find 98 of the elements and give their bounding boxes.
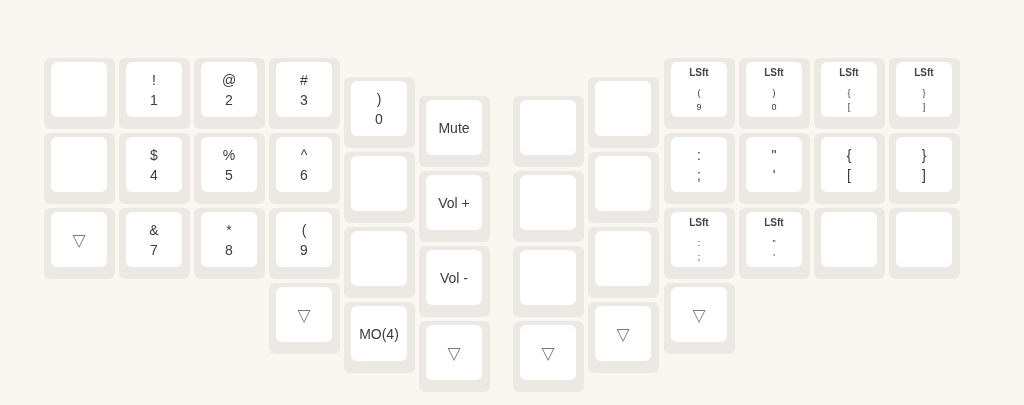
key-legend: 3: [300, 89, 308, 110]
key-legend: 1: [150, 89, 158, 110]
keycap: [739, 133, 810, 204]
key-legend: ]: [922, 99, 926, 114]
keycap: [44, 208, 115, 279]
keycap: [513, 96, 584, 167]
key-legend: [: [847, 99, 851, 114]
key-legend: ▽: [616, 324, 630, 343]
key-legend: ▽: [692, 305, 706, 324]
key-legend: %: [222, 144, 236, 165]
key-legend: ▽: [541, 343, 555, 362]
key-legend: :: [697, 235, 701, 250]
key-legend: LSft: [689, 65, 709, 80]
key-legend: (: [697, 85, 701, 100]
key-legend: ▽: [447, 343, 461, 362]
keycap: [739, 208, 810, 279]
key-legend: ": [771, 144, 777, 165]
key-legend: [: [847, 164, 851, 185]
keycap: [889, 208, 960, 279]
key-legend: @: [221, 69, 237, 90]
key-legend: LSft: [764, 215, 784, 230]
keycap: [513, 321, 584, 392]
key-legend: Mute: [438, 118, 470, 137]
keycap: [419, 96, 490, 167]
key-legend: &: [149, 219, 159, 240]
key-legend: ]: [922, 164, 926, 185]
key-legend: (: [301, 219, 307, 240]
key-legend: ▽: [72, 230, 86, 249]
key-legend: Vol -: [440, 268, 468, 287]
keycap: [119, 58, 190, 129]
key-legend: 9: [300, 239, 308, 260]
key-legend: ): [376, 88, 382, 109]
keycap: [269, 58, 340, 129]
keycap: [419, 321, 490, 392]
keycap: [588, 152, 659, 223]
keycap: [664, 58, 735, 129]
keycap: [194, 133, 265, 204]
keycap: [344, 302, 415, 373]
keycap: [269, 283, 340, 354]
keycap: [889, 133, 960, 204]
key-legend: Vol +: [438, 193, 470, 212]
key-legend: :: [697, 144, 701, 165]
key-legend: LSft: [689, 215, 709, 230]
key-legend: ': [772, 164, 776, 185]
keycap: [344, 152, 415, 223]
key-legend: 7: [150, 239, 158, 260]
keycap: [588, 227, 659, 298]
key-legend: }: [921, 144, 927, 165]
keycap: [194, 208, 265, 279]
key-legend: LSft: [914, 65, 934, 80]
key-legend: *: [226, 219, 232, 240]
keycap: [119, 133, 190, 204]
key-legend: ': [773, 249, 775, 264]
keycap: [44, 58, 115, 129]
keycap: [814, 58, 885, 129]
keycap: [814, 208, 885, 279]
keycap: [269, 208, 340, 279]
key-legend: ;: [697, 249, 701, 264]
keycap: [344, 227, 415, 298]
key-legend: $: [150, 144, 158, 165]
key-legend: 8: [225, 239, 233, 260]
keycap: [119, 208, 190, 279]
key-legend: ▽: [297, 305, 311, 324]
key-legend: !: [152, 69, 156, 90]
keycap: [889, 58, 960, 129]
key-legend: {: [846, 144, 852, 165]
keycap: [344, 77, 415, 148]
key-legend: 9: [696, 99, 702, 114]
key-legend: 2: [225, 89, 233, 110]
keycap: [269, 133, 340, 204]
key-legend: ^: [300, 144, 308, 165]
key-legend: MO(4): [359, 324, 399, 343]
key-legend: 5: [225, 164, 233, 185]
keycap: [664, 283, 735, 354]
key-legend: ;: [697, 164, 701, 185]
key-legend: ): [772, 85, 776, 100]
keycap: [419, 171, 490, 242]
keycap: [513, 171, 584, 242]
keycap: [419, 246, 490, 317]
key-legend: 0: [375, 108, 383, 129]
key-legend: LSft: [839, 65, 859, 80]
keycap: [588, 302, 659, 373]
key-legend: ": [772, 235, 776, 250]
key-legend: 6: [300, 164, 308, 185]
keycap: [664, 208, 735, 279]
keycap: [44, 133, 115, 204]
keycap: [739, 58, 810, 129]
keycap: [814, 133, 885, 204]
key-legend: }: [922, 85, 926, 100]
key-legend: LSft: [764, 65, 784, 80]
keycap: [664, 133, 735, 204]
keycap: [588, 77, 659, 148]
key-legend: 4: [150, 164, 158, 185]
key-legend: {: [847, 85, 851, 100]
key-legend: #: [300, 69, 308, 90]
keycap: [194, 58, 265, 129]
keycap: [513, 246, 584, 317]
key-legend: 0: [771, 99, 777, 114]
